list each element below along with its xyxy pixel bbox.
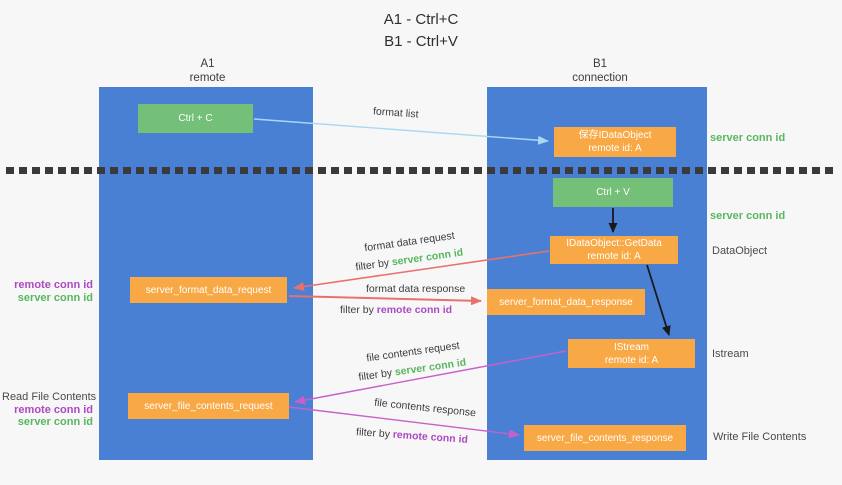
node-file-response-label: server_file_contents_response — [536, 432, 674, 444]
column-header-b1: B1 connection — [540, 57, 660, 86]
label-server-conn-id-right-1: server conn id — [710, 132, 786, 144]
node-ctrl-v: Ctrl + V — [553, 178, 673, 207]
filter-by-text: filter by — [340, 304, 374, 316]
node-ctrl-v-label: Ctrl + V — [596, 187, 630, 198]
filter-by-text: filter by — [357, 366, 393, 384]
diagram-title: A1 - Ctrl+C B1 - Ctrl+V — [0, 9, 842, 53]
remote-conn-id-text: remote conn id — [392, 428, 469, 446]
node-save-idataobject-line2: remote id: A — [588, 143, 642, 154]
node-idataobject-getdata: IDataObject::GetData remote id: A — [550, 236, 678, 264]
node-file-request-label: server_file_contents_request — [144, 400, 273, 412]
label-write-file-contents: Write File Contents — [713, 431, 807, 443]
remote-conn-id-text: remote conn id — [376, 304, 453, 316]
label-file-contents-response: file contents response — [373, 396, 477, 420]
label-read-file-contents-block: Read File Contents remote conn id server… — [2, 391, 97, 429]
label-conn-ids-left-1: remote conn id server conn id — [2, 279, 93, 304]
label-filter-by-remote-conn-id-1: filter by remote conn id — [340, 304, 452, 316]
filter-by-text: filter by — [354, 256, 390, 274]
node-format-request-label: server_format_data_request — [145, 284, 272, 296]
node-format-response-label: server_format_data_response — [499, 296, 633, 308]
label-server-conn-id-right-2: server conn id — [710, 210, 786, 222]
server-conn-id-text: server conn id — [391, 246, 464, 269]
node-save-idataobject-line1: 保存IDataObject — [578, 130, 652, 141]
format-data-response-arrow — [288, 295, 482, 306]
remote-conn-id-label: remote conn id — [14, 279, 93, 291]
server-conn-id-label: server conn id — [17, 416, 93, 429]
label-format-list: format list — [372, 105, 419, 121]
node-istream: IStream remote id: A — [568, 339, 695, 368]
column-b1-subtitle: connection — [572, 72, 628, 85]
column-header-a1: A1 remote — [150, 57, 265, 86]
column-a1-name: A1 — [200, 58, 215, 70]
server-conn-id-text: server conn id — [394, 356, 467, 379]
label-istream: Istream — [712, 348, 749, 360]
node-ctrl-c: Ctrl + C — [138, 104, 253, 133]
node-istream-line1: IStream — [613, 341, 649, 353]
column-a1-subtitle: remote — [189, 72, 226, 85]
node-server-file-contents-response: server_file_contents_response — [524, 425, 686, 451]
node-istream-line2: remote id: A — [604, 354, 659, 366]
server-conn-id-label: server conn id — [17, 291, 93, 304]
column-b1-name: B1 — [592, 58, 608, 70]
label-filter-by-remote-conn-id-2: filter by remote conn id — [356, 426, 469, 446]
node-server-file-contents-request: server_file_contents_request — [128, 393, 289, 419]
node-ctrl-c-label: Ctrl + C — [178, 113, 213, 124]
label-format-data-response: format data response — [366, 283, 466, 295]
node-server-format-data-request: server_format_data_request — [130, 277, 287, 303]
node-server-format-data-response: server_format_data_response — [487, 289, 645, 315]
node-save-idataobject: 保存IDataObject remote id: A — [554, 127, 676, 157]
filter-by-text: filter by — [355, 426, 391, 441]
title-line-1: A1 - Ctrl+C — [383, 11, 459, 28]
node-getdata-line1: IDataObject::GetData — [566, 238, 662, 249]
node-getdata-line2: remote id: A — [587, 251, 641, 262]
phase-divider-dotted-line — [6, 167, 837, 174]
label-dataobject: DataObject — [712, 245, 768, 257]
read-file-contents-label: Read File Contents — [2, 391, 97, 403]
title-line-2: B1 - Ctrl+V — [384, 32, 458, 50]
remote-conn-id-label: remote conn id — [14, 403, 93, 416]
